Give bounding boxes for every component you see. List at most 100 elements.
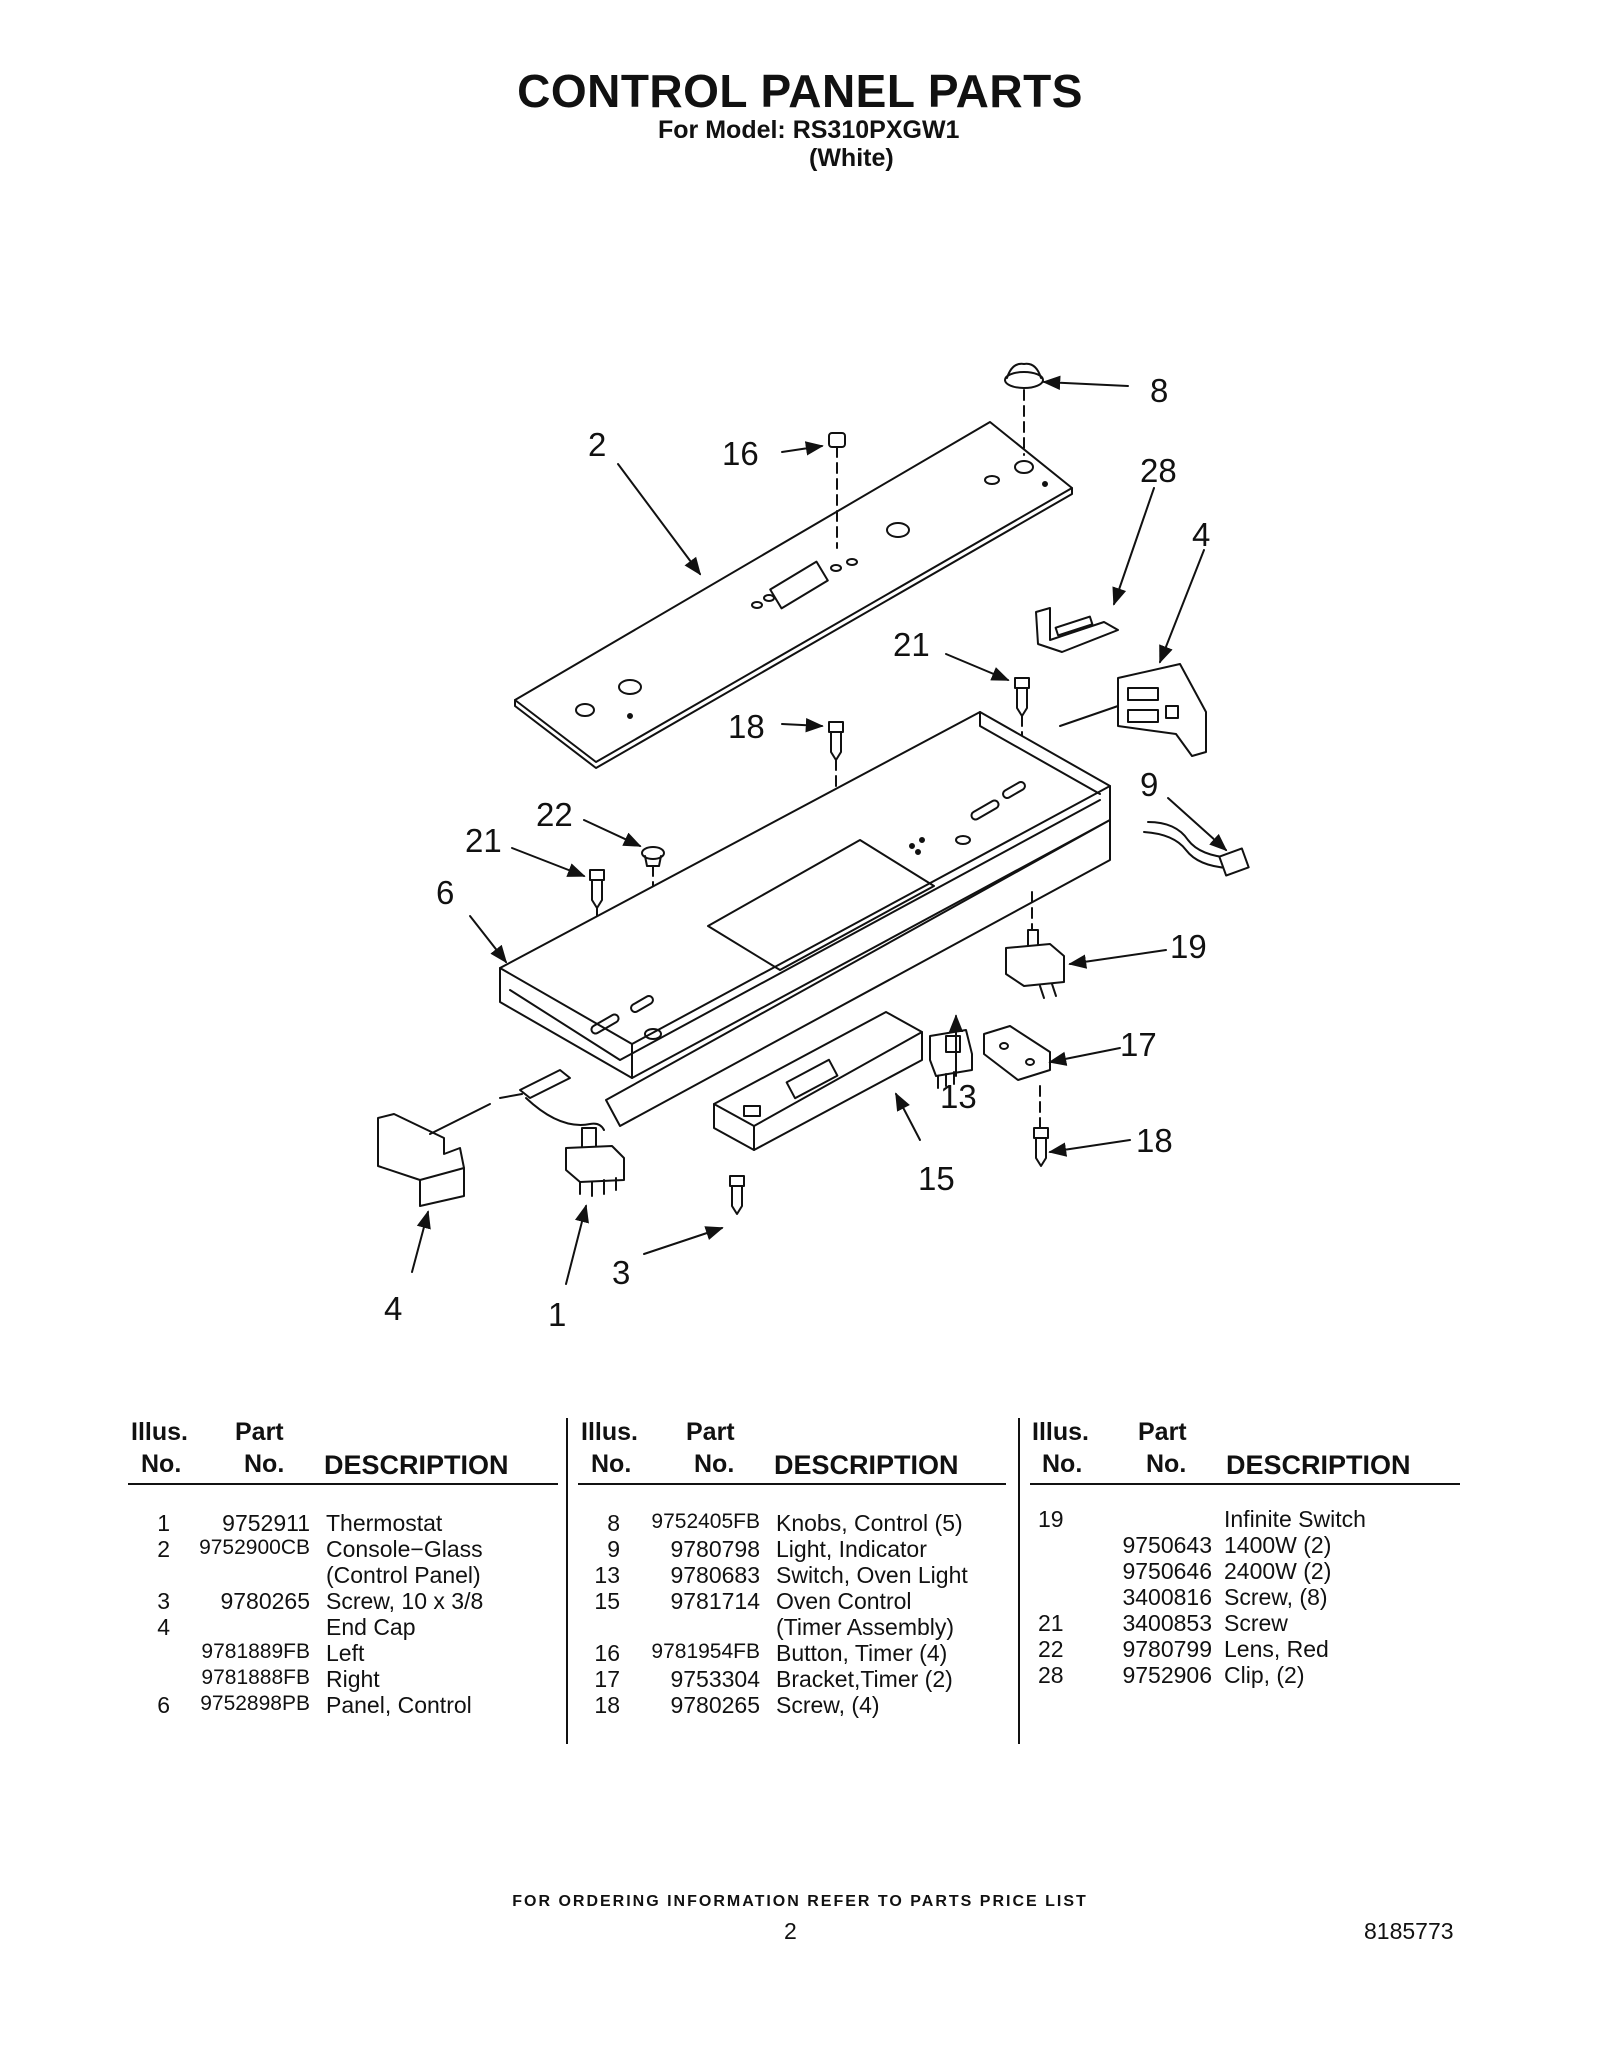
header-description: DESCRIPTION bbox=[324, 1450, 509, 1480]
part-no: 9781888FB bbox=[201, 1666, 310, 1689]
header-rule bbox=[578, 1483, 1006, 1485]
part-no: 9752898PB bbox=[200, 1692, 310, 1715]
description: Switch, Oven Light bbox=[776, 1562, 968, 1588]
illus-no: 22 bbox=[1038, 1636, 1064, 1662]
header-description: DESCRIPTION bbox=[1226, 1450, 1411, 1480]
description: 1400W (2) bbox=[1224, 1532, 1332, 1558]
illus-no: 3 bbox=[157, 1588, 170, 1614]
infinite-switch-part bbox=[1005, 891, 1065, 999]
model-line: For Model: RS310PXGW1 bbox=[658, 116, 960, 144]
illus-no: 17 bbox=[594, 1666, 620, 1692]
illus-no: 9 bbox=[607, 1536, 620, 1562]
callout-17: 17 bbox=[1120, 1026, 1157, 1063]
header-part-no: No. bbox=[694, 1450, 735, 1478]
description: Left bbox=[326, 1640, 365, 1666]
right-end-cap-part bbox=[1059, 663, 1207, 757]
part-no: 3400853 bbox=[1122, 1610, 1212, 1636]
part-no: 9781714 bbox=[670, 1588, 760, 1614]
description: Button, Timer (4) bbox=[776, 1640, 948, 1666]
page-title: CONTROL PANEL PARTS bbox=[517, 65, 1083, 117]
part-no: 9752405FB bbox=[651, 1510, 760, 1533]
oven-control-part bbox=[713, 1011, 923, 1215]
part-no: 9780683 bbox=[670, 1562, 760, 1588]
description: End Cap bbox=[326, 1614, 416, 1640]
header-part: Part bbox=[1138, 1418, 1187, 1446]
description: Knobs, Control (5) bbox=[776, 1510, 963, 1536]
callout-16: 16 bbox=[722, 435, 759, 472]
callout-3: 3 bbox=[612, 1254, 630, 1291]
exploded-parts-diagram: 8 16 2 28 4 21 18 9 22 21 6 19 17 13 18 … bbox=[377, 362, 1250, 1333]
description: Lens, Red bbox=[1224, 1636, 1329, 1662]
header-illus-no: No. bbox=[1042, 1450, 1083, 1478]
illus-no: 16 bbox=[594, 1640, 620, 1666]
part-no: 9780798 bbox=[670, 1536, 760, 1562]
document-number: 8185773 bbox=[1364, 1918, 1454, 1944]
header-illus: Illus. bbox=[581, 1418, 638, 1446]
description: Clip, (2) bbox=[1224, 1662, 1305, 1688]
description: Oven Control bbox=[776, 1588, 912, 1614]
illus-no: 28 bbox=[1038, 1662, 1064, 1688]
callout-19: 19 bbox=[1170, 928, 1207, 965]
description: Console−Glass bbox=[326, 1536, 483, 1562]
part-no: 9780265 bbox=[670, 1692, 760, 1718]
part-no: 3400816 bbox=[1122, 1584, 1212, 1610]
header-part-no: No. bbox=[244, 1450, 285, 1478]
header-rule bbox=[128, 1483, 558, 1485]
control-panel-part bbox=[499, 711, 1111, 1127]
description: Panel, Control bbox=[326, 1692, 472, 1718]
illus-no: 4 bbox=[157, 1614, 170, 1640]
illus-no: 18 bbox=[594, 1692, 620, 1718]
model-variant: (White) bbox=[809, 144, 894, 172]
illus-no: 15 bbox=[594, 1588, 620, 1614]
header-part: Part bbox=[235, 1418, 284, 1446]
column-divider bbox=[1018, 1418, 1020, 1744]
timer-button-part bbox=[828, 432, 846, 549]
ordering-note: FOR ORDERING INFORMATION REFER TO PARTS … bbox=[512, 1893, 1088, 1910]
clip-part bbox=[1035, 607, 1119, 653]
callout-2: 2 bbox=[588, 426, 606, 463]
description: Screw, 10 x 3/8 bbox=[326, 1588, 484, 1614]
indicator-light-part bbox=[1143, 821, 1250, 877]
part-no: 9780265 bbox=[220, 1588, 310, 1614]
header-part: Part bbox=[686, 1418, 735, 1446]
callout-18-lower: 18 bbox=[1136, 1122, 1173, 1159]
illus-no: 2 bbox=[157, 1536, 170, 1562]
part-no: 9780799 bbox=[1122, 1636, 1212, 1662]
illus-no: 6 bbox=[157, 1692, 170, 1718]
illus-no: 8 bbox=[607, 1510, 620, 1536]
callout-8: 8 bbox=[1150, 372, 1168, 409]
description: Screw bbox=[1224, 1610, 1288, 1636]
illus-no: 19 bbox=[1038, 1506, 1064, 1532]
description: Light, Indicator bbox=[776, 1536, 927, 1562]
header-illus-no: No. bbox=[141, 1450, 182, 1478]
header-illus: Illus. bbox=[131, 1418, 188, 1446]
part-no: 9750646 bbox=[1122, 1558, 1212, 1584]
header-illus: Illus. bbox=[1032, 1418, 1089, 1446]
illus-no: 1 bbox=[157, 1510, 170, 1536]
description: Right bbox=[326, 1666, 380, 1692]
callout-28: 28 bbox=[1140, 452, 1177, 489]
illus-no: 13 bbox=[594, 1562, 620, 1588]
callout-22: 22 bbox=[536, 796, 573, 833]
illus-no: 21 bbox=[1038, 1610, 1064, 1636]
description: Screw, (8) bbox=[1224, 1584, 1328, 1610]
timer-bracket-part bbox=[983, 1025, 1051, 1167]
callout-21-left: 21 bbox=[465, 822, 502, 859]
part-no: 9781889FB bbox=[201, 1640, 310, 1663]
header-part-no: No. bbox=[1146, 1450, 1187, 1478]
console-glass-part bbox=[514, 421, 1073, 769]
part-no: 9752906 bbox=[1122, 1662, 1212, 1688]
part-no: 9750643 bbox=[1122, 1532, 1212, 1558]
part-no: 9753304 bbox=[670, 1666, 760, 1692]
part-no: 9752900CB bbox=[199, 1536, 310, 1559]
callout-9: 9 bbox=[1140, 766, 1158, 803]
callout-1: 1 bbox=[548, 1296, 566, 1333]
callout-21-right: 21 bbox=[893, 626, 930, 663]
part-no: 9752911 bbox=[222, 1510, 310, 1536]
part-no: 9781954FB bbox=[651, 1640, 760, 1663]
callout-15: 15 bbox=[918, 1160, 955, 1197]
callout-4-right: 4 bbox=[1192, 516, 1210, 553]
callout-6: 6 bbox=[436, 874, 454, 911]
description: Infinite Switch bbox=[1224, 1506, 1366, 1532]
page-number: 2 bbox=[784, 1918, 797, 1944]
